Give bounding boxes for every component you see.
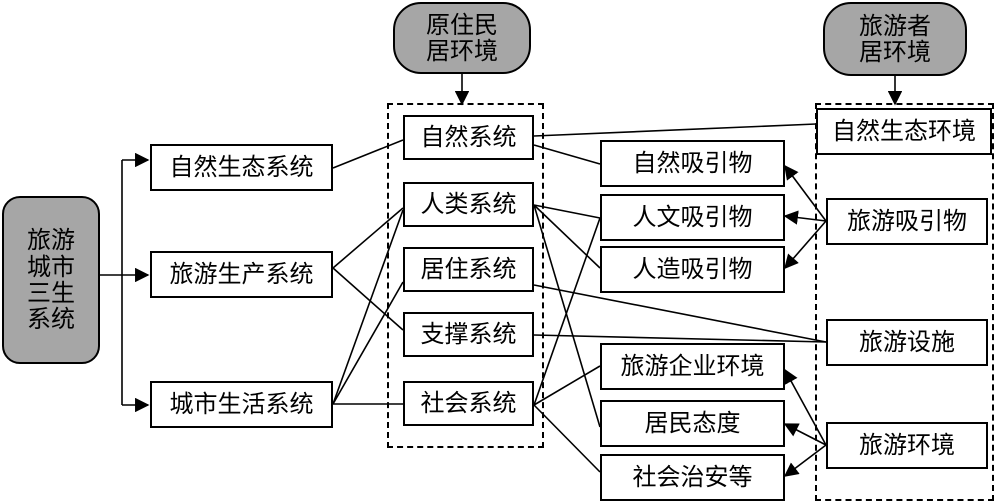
- line-tourism-prod-human: [332, 207, 404, 269]
- natural-eco-system: 自然生态系统: [150, 144, 333, 191]
- line-social-to-culture-attr: [533, 217, 601, 406]
- left-block-line: 旅游: [27, 226, 75, 255]
- line-human-to-made-attr: [533, 204, 601, 269]
- line-human-to-culture-attr: [533, 204, 601, 219]
- left-block-line: 系统: [27, 305, 75, 334]
- line-natural-to-natural-attr: [533, 144, 601, 165]
- resident-header-line: 居环境: [426, 37, 498, 65]
- resident-environment-header: 原住民 居环境: [393, 2, 531, 74]
- resident-human-system: 人类系统: [403, 182, 534, 227]
- line-social-to-public-safety: [533, 404, 601, 473]
- line-human-to-resident-attitude: [533, 204, 601, 428]
- man-made-attraction: 人造吸引物: [600, 246, 785, 293]
- arrow-env-to-enterprise: [784, 368, 827, 446]
- line-urban-life-living: [332, 281, 404, 405]
- line-natural-to-eco-env: [533, 123, 817, 137]
- line-tourism-prod-support: [332, 267, 404, 331]
- arrow-tourism-attr-to-natural-attr: [784, 164, 827, 222]
- tourist-environment-group: [815, 103, 994, 501]
- tourist-environment-header: 旅游者 居环境: [823, 2, 967, 76]
- arrow-env-to-public-safety: [783, 444, 827, 477]
- cultural-attraction: 人文吸引物: [600, 194, 785, 241]
- arrow-env-to-resident-attitude: [783, 423, 827, 446]
- urban-life-system: 城市生活系统: [150, 381, 333, 428]
- resident-social-system: 社会系统: [403, 381, 534, 426]
- resident-header-line: 原住民: [426, 10, 498, 39]
- resident-support-system: 支撑系统: [403, 312, 534, 357]
- line-living-to-facility: [533, 284, 827, 343]
- tourism-environment: 旅游环境: [826, 422, 988, 469]
- tourism-facility: 旅游设施: [826, 319, 988, 366]
- resident-attitude: 居民态度: [600, 400, 785, 447]
- resident-natural-system: 自然系统: [403, 115, 534, 160]
- left-block-line: 城市: [27, 252, 75, 281]
- tourism-production-system: 旅游生产系统: [150, 251, 333, 298]
- natural-attraction: 自然吸引物: [600, 140, 785, 187]
- arrow-tourism-attr-to-culture-attr: [783, 210, 827, 225]
- line-urban-life-human: [332, 209, 404, 405]
- tourism-attraction: 旅游吸引物: [826, 198, 988, 245]
- line-social-to-enterprise: [533, 365, 601, 406]
- resident-living-system: 居住系统: [403, 247, 534, 292]
- line-support-to-facility: [533, 334, 827, 343]
- tourist-header-line: 居环境: [859, 38, 931, 66]
- natural-eco-environment: 自然生态环境: [816, 108, 992, 155]
- urban-three-life-system: 旅游 城市 三生 系统: [2, 196, 100, 364]
- left-block-line: 三生: [27, 279, 75, 307]
- arrow-tourism-attr-to-made-attr: [784, 220, 827, 270]
- public-safety-etc: 社会治安等: [600, 454, 785, 501]
- tourism-enterprise-environment: 旅游企业环境: [600, 343, 785, 390]
- line-natural-eco-natural: [332, 139, 404, 169]
- tourist-header-line: 旅游者: [859, 11, 931, 40]
- resident-environment-group: [387, 103, 544, 448]
